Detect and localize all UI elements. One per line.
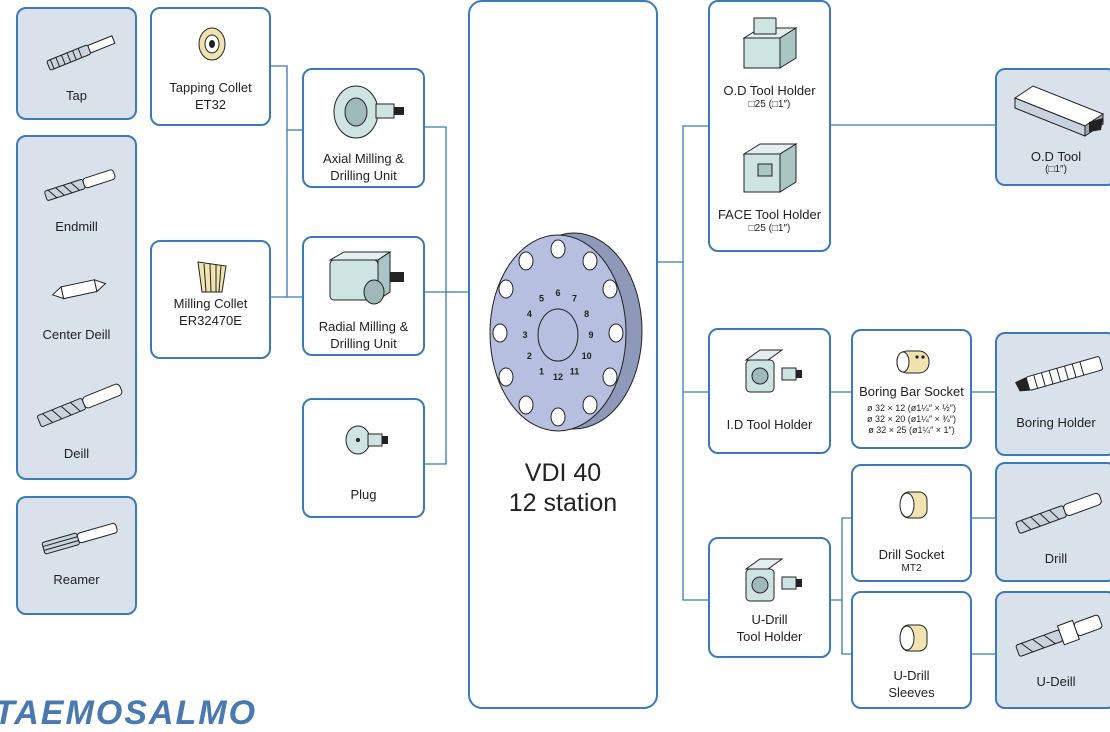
station-number: 1: [539, 366, 544, 376]
od-tool-icon: [1013, 85, 1105, 137]
milling-collet-box[interactable]: Milling Collet ER32470E: [150, 240, 271, 359]
od-tool-label: O.D Tool: [1030, 149, 1082, 164]
tapping-collet-box[interactable]: Tapping Collet ET32: [150, 7, 271, 126]
od-tool-panel[interactable]: O.D Tool (□1″): [995, 68, 1110, 186]
face-holder-icon: [742, 143, 798, 193]
tapping-collet-icon: [198, 27, 226, 61]
brand-footer: TAEMOSALMO: [0, 694, 258, 732]
drill-tool-icon: [1015, 492, 1102, 534]
plug-box[interactable]: Plug: [302, 398, 425, 518]
milling-collet-icon: [197, 261, 227, 293]
plug-label: Plug: [350, 487, 377, 502]
radial-unit-box[interactable]: Radial Milling & Drilling Unit: [302, 236, 425, 356]
boring-holder-panel[interactable]: Boring Holder: [995, 332, 1110, 456]
udrill-holder-label: U-Drill Tool Holder: [736, 612, 803, 644]
connector-lines: [270, 65, 995, 655]
tap-label: Tap: [66, 88, 87, 103]
station-number: 9: [588, 330, 593, 340]
udrill-tool-panel[interactable]: U-Deill: [995, 591, 1110, 709]
od-tool-size: (□1″): [1045, 164, 1067, 175]
drill-tool-label: Drill: [1044, 551, 1068, 566]
radial-unit-icon: [328, 251, 404, 305]
boring-socket-sizes: ø 32 × 12 (ø1¼″ × ½″) ø 32 × 20 (ø1¼″ × …: [867, 403, 956, 435]
od-holder-icon: [742, 17, 798, 69]
face-holder-label: FACE Tool Holder: [717, 207, 822, 222]
drills-panel[interactable]: Endmill Center Deill Deill: [16, 135, 137, 480]
station-number: 4: [527, 309, 532, 319]
reamer-icon: [41, 522, 118, 555]
udrill-tool-icon: [1015, 614, 1103, 657]
drill-socket-label: Drill Socket: [878, 547, 945, 562]
udrill-sleeves-icon: [899, 624, 928, 652]
turret-title: VDI 40 12 station: [508, 459, 618, 517]
udrill-sleeves-label: U-Drill Sleeves: [888, 668, 935, 700]
od-holder-label: O.D Tool Holder: [723, 83, 816, 98]
id-holder-label: I.D Tool Holder: [726, 417, 813, 432]
drill-socket-sub: MT2: [901, 563, 922, 574]
endmill-label: Endmill: [55, 219, 98, 234]
drill-icon: [37, 383, 123, 427]
tapping-collet-label: Tapping Collet ET32: [169, 80, 252, 112]
od-holder-size: □25 (□1″): [748, 99, 791, 110]
drill-socket-box[interactable]: Drill Socket MT2: [851, 464, 972, 582]
tap-panel[interactable]: Tap: [16, 7, 137, 120]
boring-holder-label: Boring Holder: [1016, 415, 1096, 430]
endmill-icon: [44, 169, 116, 201]
boring-socket-box[interactable]: Boring Bar Socket ø 32 × 12 (ø1¼″ × ½″) …: [851, 329, 972, 449]
tap-icon: [46, 35, 116, 71]
reamer-label: Reamer: [53, 572, 100, 587]
station-number: 10: [582, 351, 592, 361]
drill-socket-icon: [899, 491, 928, 519]
udrill-holder-box[interactable]: U-Drill Tool Holder: [708, 537, 831, 658]
axial-unit-icon: [333, 85, 404, 139]
station-number: 12: [553, 372, 563, 382]
boring-socket-icon: [896, 350, 930, 374]
boring-socket-label: Boring Bar Socket: [859, 384, 964, 399]
axial-unit-box[interactable]: Axial Milling & Drilling Unit: [302, 68, 425, 188]
reamer-panel[interactable]: Reamer: [16, 496, 137, 615]
milling-collet-label: Milling Collet ER32470E: [173, 296, 248, 328]
station-number: 6: [555, 288, 560, 298]
center-drill-icon: [51, 279, 107, 300]
station-number: 7: [572, 294, 577, 304]
face-holder-size: □25 (□1″): [748, 223, 791, 234]
od-face-holder-box[interactable]: O.D Tool Holder □25 (□1″) FACE Tool Hold…: [708, 0, 831, 252]
station-number: 3: [522, 330, 527, 340]
boring-holder-icon: [1015, 356, 1103, 392]
id-holder-icon: [744, 349, 802, 393]
radial-unit-label: Radial Milling & Drilling Unit: [318, 319, 409, 351]
station-number: 5: [539, 294, 544, 304]
station-number: 2: [527, 351, 532, 361]
udrill-tool-label: U-Deill: [1036, 674, 1076, 689]
station-number: 8: [584, 309, 589, 319]
udrill-holder-icon: [744, 558, 802, 602]
station-number: 11: [570, 366, 580, 376]
drill-tool-panel[interactable]: Drill: [995, 462, 1110, 582]
plug-icon: [345, 425, 388, 455]
drill-label: Deill: [63, 446, 90, 461]
udrill-sleeves-box[interactable]: U-Drill Sleeves: [851, 591, 972, 709]
center-drill-label: Center Deill: [42, 327, 111, 342]
id-holder-box[interactable]: I.D Tool Holder: [708, 328, 831, 454]
axial-unit-label: Axial Milling & Drilling Unit: [323, 151, 404, 183]
